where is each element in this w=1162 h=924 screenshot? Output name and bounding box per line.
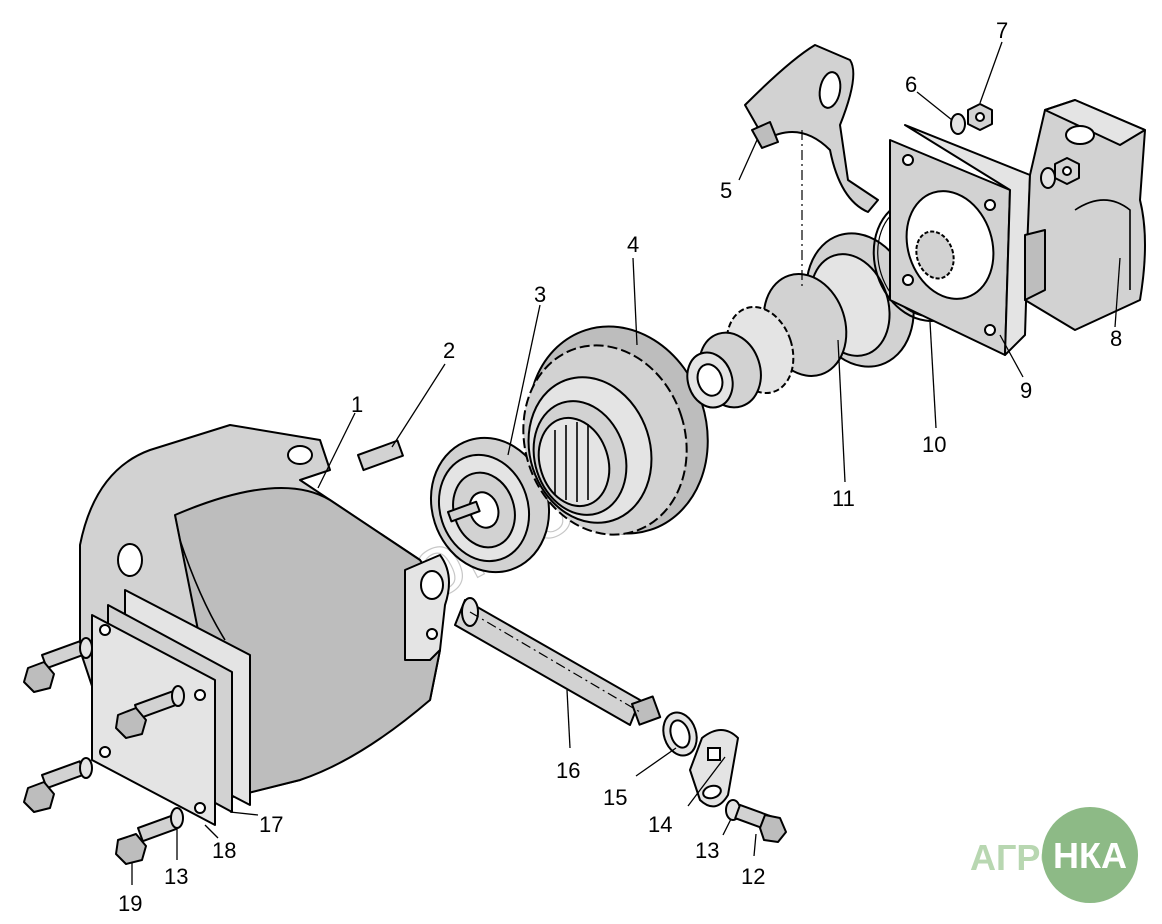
callout-1: 1 bbox=[351, 392, 363, 417]
callout-4: 4 bbox=[627, 232, 639, 257]
leader-lines bbox=[131, 41, 1121, 885]
callout-15: 15 bbox=[603, 785, 627, 810]
nut-part-7-second bbox=[1054, 157, 1080, 185]
callout-13: 13 bbox=[164, 864, 188, 889]
callout-13-second: 13 bbox=[695, 838, 719, 863]
washer-part-6 bbox=[950, 113, 966, 135]
bolt-part-12 bbox=[734, 804, 787, 843]
callout-10: 10 bbox=[922, 432, 946, 457]
washer-part-6-second bbox=[1040, 167, 1056, 189]
callout-14: 14 bbox=[648, 812, 672, 837]
callout-17: 17 bbox=[259, 812, 283, 837]
shaft-part-16 bbox=[454, 597, 662, 726]
callout-11: 11 bbox=[832, 486, 855, 511]
nut-part-7 bbox=[967, 103, 993, 131]
callout-18: 18 bbox=[212, 838, 236, 863]
stud-part-2 bbox=[356, 439, 404, 472]
callout-2: 2 bbox=[443, 338, 455, 363]
callout-16: 16 bbox=[556, 758, 580, 783]
callout-6: 6 bbox=[905, 72, 917, 97]
callout-5: 5 bbox=[720, 178, 732, 203]
callout-8: 8 bbox=[1110, 326, 1122, 351]
motor-part-8 bbox=[1024, 99, 1146, 331]
callout-labels: 1 2 3 4 5 6 7 8 9 10 11 12 13 13 14 15 1… bbox=[118, 18, 1122, 916]
bolt-part-19-upper bbox=[23, 637, 93, 693]
logo-badge-text: НКА bbox=[1053, 835, 1127, 876]
hub-part-11 bbox=[686, 232, 915, 409]
callout-19: 19 bbox=[118, 891, 142, 916]
callout-12: 12 bbox=[741, 864, 765, 889]
logo-badge-circle bbox=[1042, 807, 1138, 903]
cover-plate-part-17 bbox=[91, 589, 251, 826]
bolt-part-19-lower bbox=[23, 757, 93, 813]
bolt-part-19-loose bbox=[115, 807, 184, 865]
bearing-part-3 bbox=[429, 436, 551, 574]
callout-9: 9 bbox=[1020, 378, 1032, 403]
shift-fork-part-5 bbox=[744, 44, 879, 290]
callout-7: 7 bbox=[996, 18, 1008, 43]
ring-part-15 bbox=[662, 711, 698, 757]
callout-3: 3 bbox=[534, 282, 546, 307]
agronka-logo: АГРО НКА bbox=[970, 807, 1138, 903]
bolt-part-19-middle bbox=[115, 685, 185, 739]
gear-part-4 bbox=[522, 325, 709, 536]
flange-part-9 bbox=[889, 124, 1031, 356]
